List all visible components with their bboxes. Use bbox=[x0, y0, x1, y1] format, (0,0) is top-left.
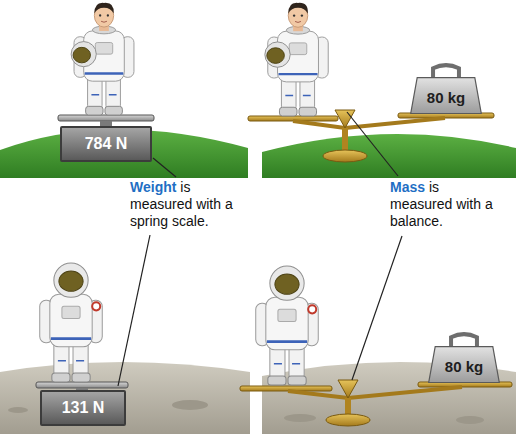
mass-weight: 80 kg bbox=[410, 62, 482, 114]
weight-handle bbox=[433, 65, 459, 79]
weight-reading: 784 N bbox=[85, 135, 128, 153]
astronaut bbox=[256, 266, 319, 385]
astronaut bbox=[265, 3, 328, 116]
mass-value: 80 kg bbox=[445, 358, 483, 375]
key-term: Weight bbox=[130, 179, 176, 195]
astronaut bbox=[40, 263, 103, 382]
scale-display: 784 N bbox=[60, 126, 152, 162]
weight-handle bbox=[451, 334, 477, 348]
mass-weight: 80 kg bbox=[428, 331, 500, 383]
balance bbox=[248, 110, 494, 162]
astronaut bbox=[71, 3, 134, 115]
leader-line bbox=[118, 112, 402, 386]
weight-outline bbox=[410, 62, 482, 114]
weight-reading: 131 N bbox=[62, 399, 105, 417]
balance bbox=[240, 380, 512, 426]
weight-note: Weightis measured with a spring scale. bbox=[130, 179, 242, 230]
weight-outline bbox=[428, 331, 500, 383]
weight-body bbox=[429, 347, 500, 383]
weight-body bbox=[411, 78, 482, 114]
mass-note: Massis measured with a balance. bbox=[390, 179, 502, 230]
scale-display: 131 N bbox=[40, 390, 126, 426]
mass-value: 80 kg bbox=[427, 89, 465, 106]
key-term: Mass bbox=[390, 179, 425, 195]
